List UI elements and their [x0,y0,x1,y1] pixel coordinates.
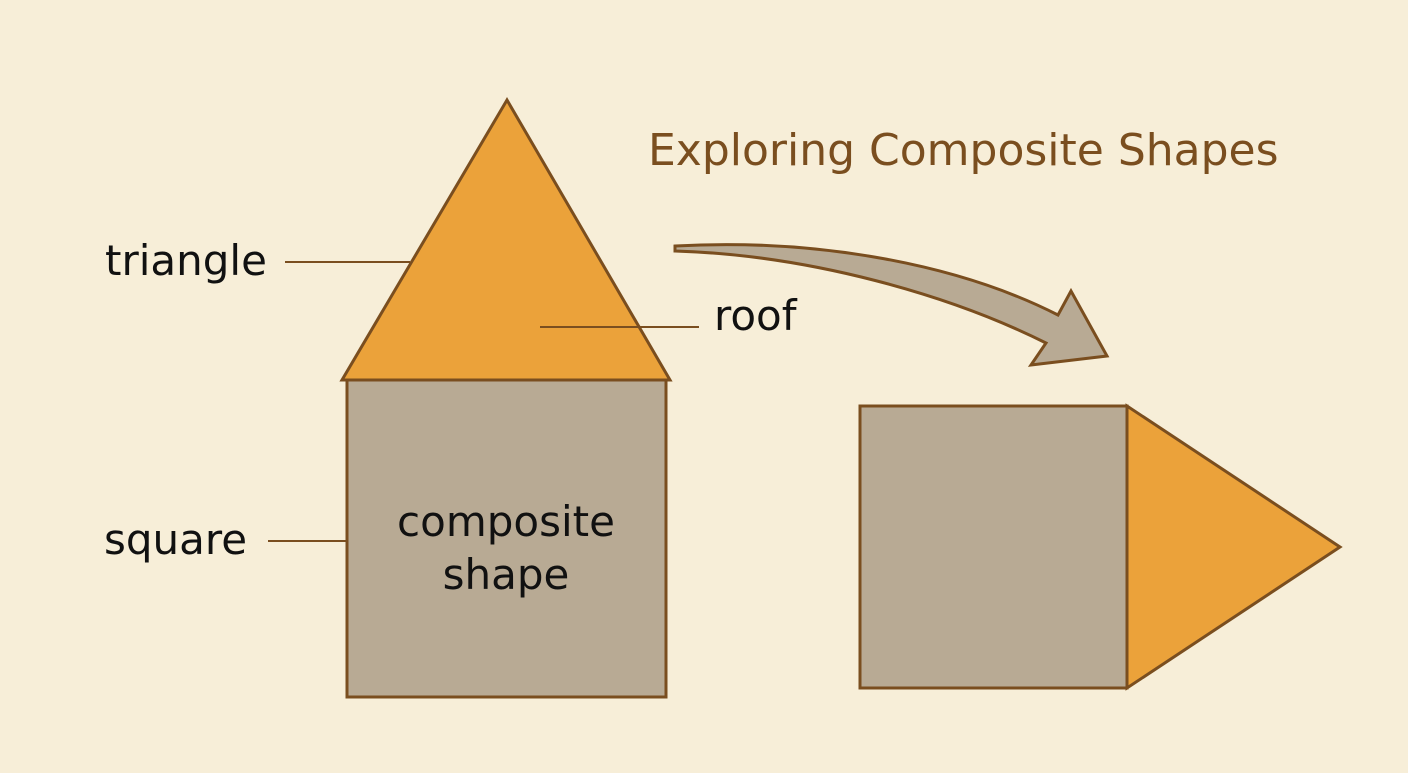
composite-label-line2: shape [443,550,570,599]
square-label: square [104,515,247,564]
house-square [345,378,668,699]
composite-label-line1: composite [397,497,615,546]
triangle-label: triangle [105,236,267,285]
curved-arrow-icon [673,243,1110,367]
house-roof-triangle [339,97,673,382]
rotated-square [858,404,1129,690]
diagram-title: Exploring Composite Shapes [648,125,1279,176]
rotated-triangle [1125,403,1343,691]
roof-label: roof [714,291,798,340]
